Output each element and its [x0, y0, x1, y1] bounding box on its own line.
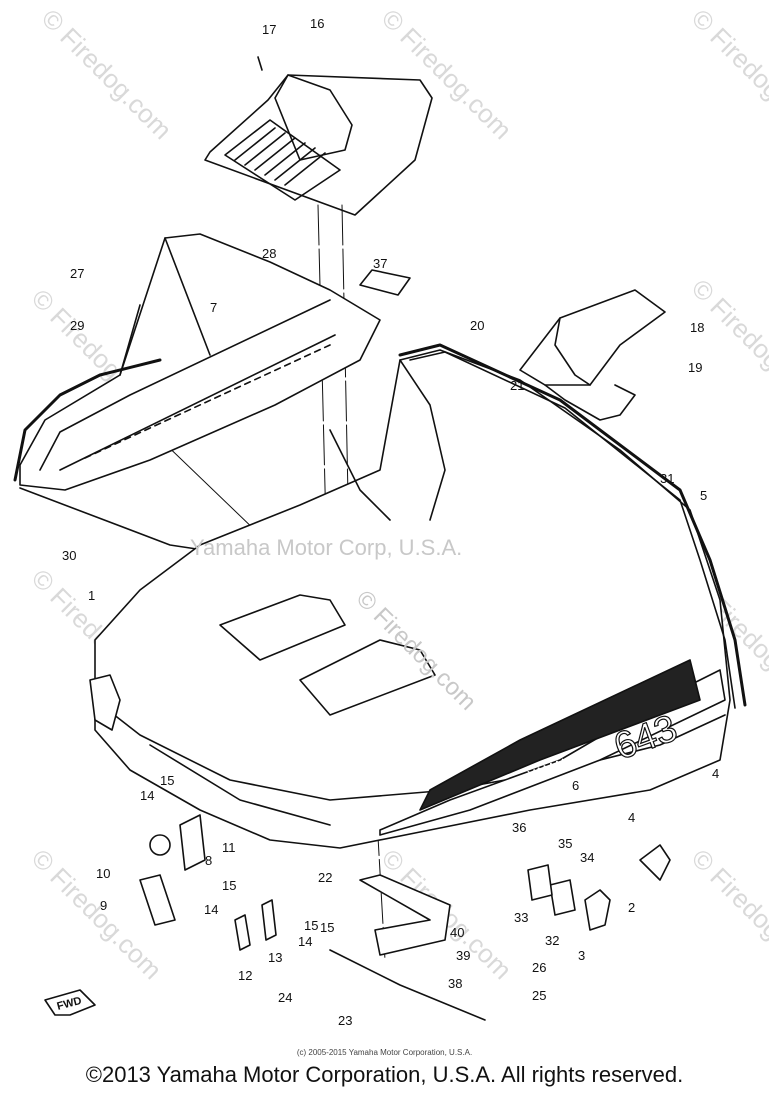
- watermark: © Firedog.com: [36, 3, 178, 145]
- callout-14: 14: [140, 788, 154, 803]
- callout-40: 40: [450, 925, 464, 940]
- callout-21: 21: [510, 378, 524, 393]
- callout-18: 18: [690, 320, 704, 335]
- watermark: © Firedog.com: [686, 843, 769, 985]
- callout-5: 5: [700, 488, 707, 503]
- trim-part-5: [398, 343, 747, 707]
- callout-34: 34: [580, 850, 594, 865]
- callout-15: 15: [304, 918, 318, 933]
- callout-27: 27: [70, 266, 84, 281]
- fwd-arrow: [44, 989, 96, 1016]
- callout-14: 14: [204, 902, 218, 917]
- cable-part-23: [329, 949, 486, 1021]
- callout-37: 37: [373, 256, 387, 271]
- callout-17: 17: [262, 22, 276, 37]
- callout-33: 33: [514, 910, 528, 925]
- duct-part-18: [519, 289, 666, 421]
- callout-15: 15: [160, 773, 174, 788]
- callout-11: 11: [222, 840, 236, 855]
- callout-10: 10: [96, 866, 110, 881]
- latch-part-33: [527, 864, 553, 901]
- callout-3: 3: [578, 948, 585, 963]
- callout-7: 7: [210, 300, 217, 315]
- plate-part-13: [261, 899, 277, 941]
- callout-6: 6: [572, 778, 579, 793]
- callout-9: 9: [100, 898, 107, 913]
- hood-scoop-part-16: [204, 56, 433, 216]
- callout-16: 16: [310, 16, 324, 31]
- callout-39: 39: [456, 948, 470, 963]
- callout-20: 20: [470, 318, 484, 333]
- callout-19: 19: [688, 360, 702, 375]
- bracket-part-22: [359, 874, 451, 956]
- callout-15: 15: [222, 878, 236, 893]
- callout-36: 36: [512, 820, 526, 835]
- callout-4: 4: [628, 810, 635, 825]
- windshield-part-27: [19, 233, 381, 491]
- callout-layer: 1234456789101112131414141515151516171819…: [62, 16, 719, 1028]
- plate-part-37: [359, 269, 411, 296]
- callout-1: 1: [88, 588, 95, 603]
- callout-14: 14: [298, 934, 312, 949]
- bracket-part-9: [139, 874, 176, 926]
- callout-29: 29: [70, 318, 84, 333]
- watermark: © Firedog.com: [26, 843, 168, 985]
- callout-30: 30: [62, 548, 76, 563]
- diagram-watermark: Yamaha Motor Corp, U.S.A.: [190, 535, 462, 560]
- watermark: © Firedog.com: [686, 3, 769, 145]
- latch-part-32: [549, 879, 576, 916]
- callout-31: 31: [660, 471, 674, 486]
- copyright-notice: ©2013 Yamaha Motor Corporation, U.S.A. A…: [85, 1062, 684, 1087]
- callout-15: 15: [320, 920, 334, 935]
- bracket-part-11: [179, 814, 206, 871]
- callout-24: 24: [278, 990, 292, 1005]
- callout-12: 12: [238, 968, 252, 983]
- callout-8: 8: [205, 853, 212, 868]
- bracket-part-3: [584, 889, 611, 931]
- callout-26: 26: [532, 960, 546, 975]
- hinge-part-2: [639, 844, 671, 881]
- callout-38: 38: [448, 976, 462, 991]
- callout-32: 32: [545, 933, 559, 948]
- callout-22: 22: [318, 870, 332, 885]
- callout-23: 23: [338, 1013, 352, 1028]
- callout-2: 2: [628, 900, 635, 915]
- watermark: © Firedog.com: [686, 273, 769, 415]
- plate-part-12: [234, 914, 251, 951]
- callout-25: 25: [532, 988, 546, 1003]
- callout-35: 35: [558, 836, 572, 851]
- callout-13: 13: [268, 950, 282, 965]
- clip-part-8: [149, 834, 171, 856]
- callout-28: 28: [262, 246, 276, 261]
- fine-print: (c) 2005-2015 Yamaha Motor Corporation, …: [296, 1048, 473, 1057]
- callout-4: 4: [712, 766, 719, 781]
